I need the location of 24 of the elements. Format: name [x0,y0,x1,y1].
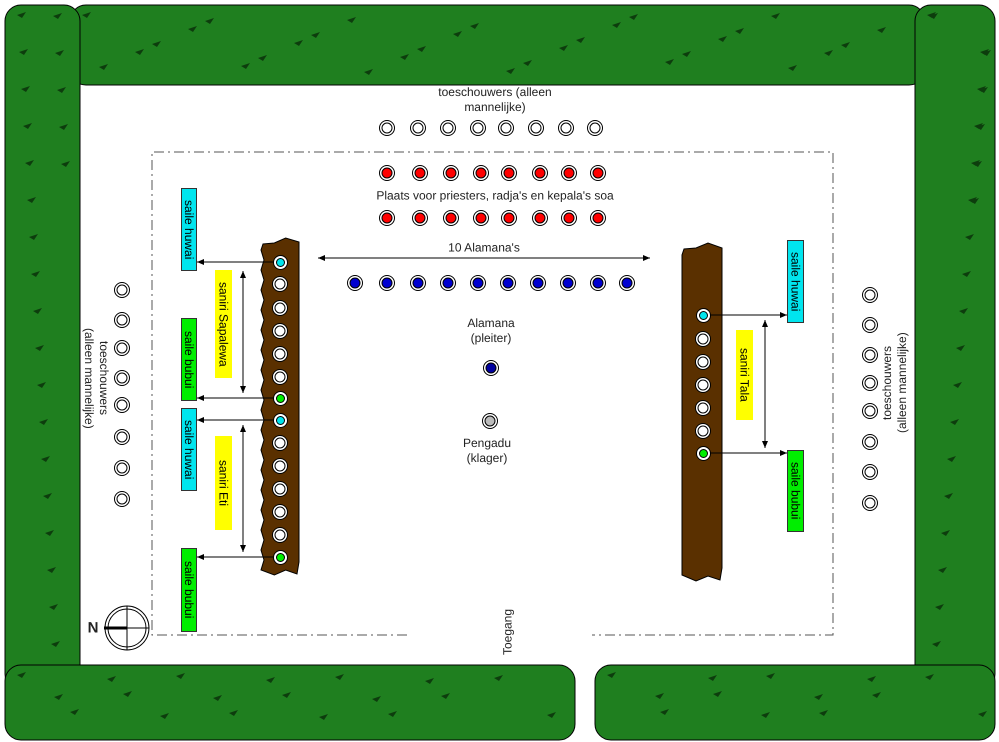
arrow [196,417,274,423]
role-label: Alamana (pleiter) [466,316,516,346]
group-label: saniri Tala [736,330,753,420]
role-label: Pengadu (klager) [462,436,512,466]
arrow [196,395,274,401]
role-box: saile bubui [181,548,197,632]
group-label: saniri Sapalewa [215,270,232,378]
arrow [710,450,788,456]
role-box: saile bubui [181,318,197,401]
role-box: saile bubui [787,450,804,532]
area-label: Plaats voor priesters, radja's en kepala's soa [376,188,614,204]
north-label: N [88,620,98,636]
arrow [196,259,274,265]
dimension-label: 10 Alamana's [448,240,520,256]
role-box: saile huwai [181,188,197,271]
spectator-label: toeschouwers (alleen mannelijke) [438,85,552,115]
arrow [710,312,788,318]
role-box: saile huwai [181,408,197,491]
spectator-label: toeschouwers (alleen mannelijke) [81,326,111,430]
entrance-label: Toegang [500,608,516,656]
spectator-label: toeschouwers (alleen mannelijke) [880,332,910,436]
role-box: saile huwai [787,240,804,323]
group-label: saniri Eti [215,436,232,530]
arrow [196,554,274,560]
